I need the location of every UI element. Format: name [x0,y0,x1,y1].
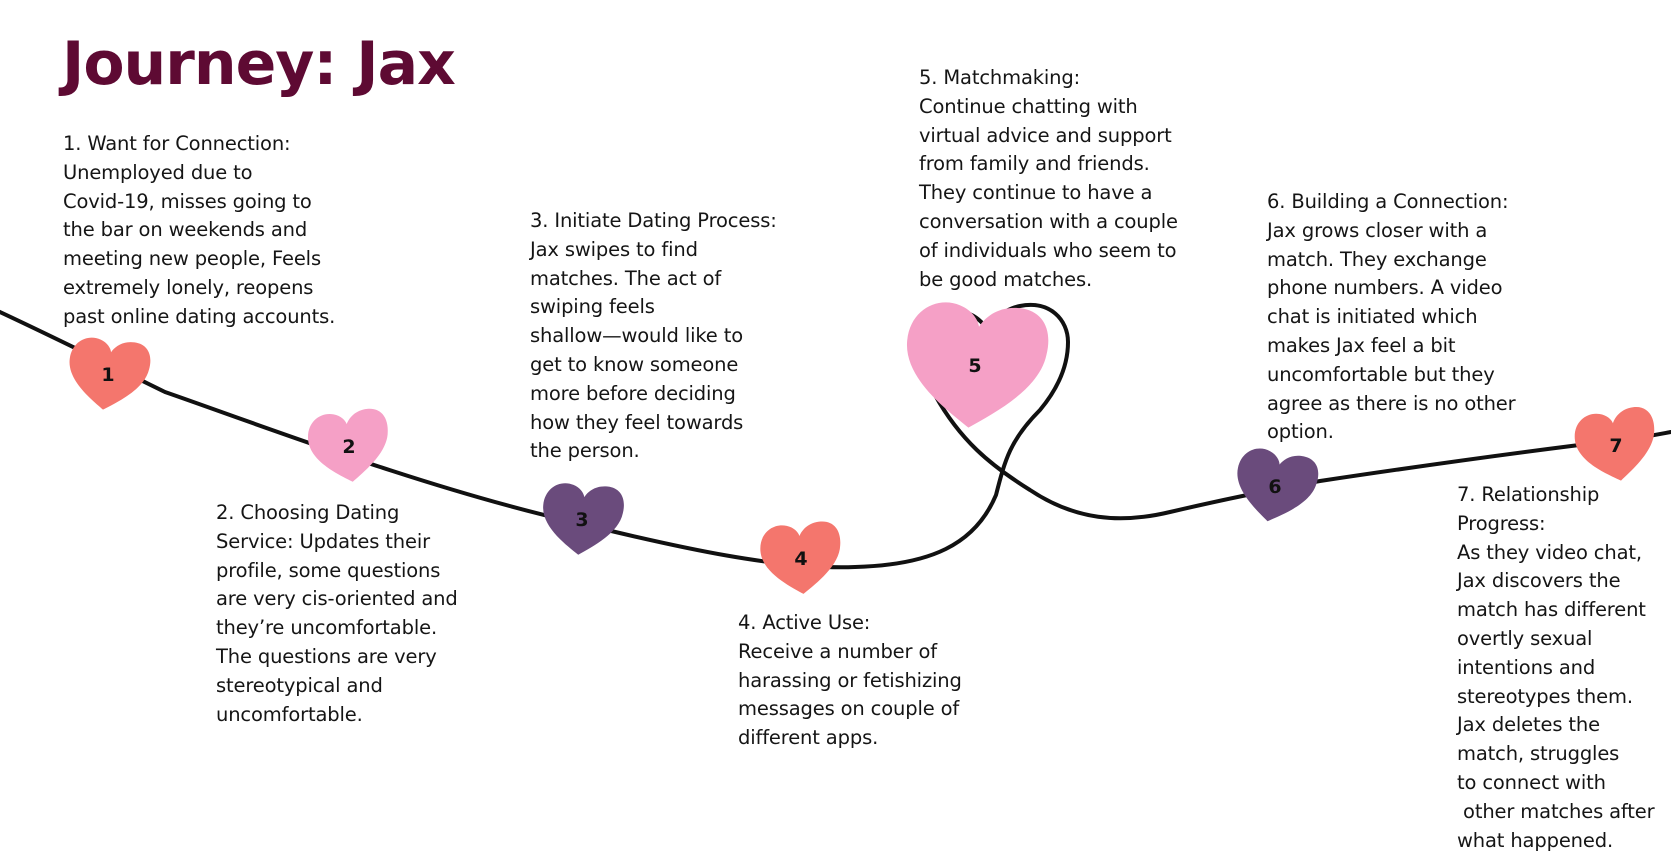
step-text-line: uncomfortable. [216,702,363,726]
step-text-line: how they feel towards [530,410,744,434]
step-6-description: 6. Building a Connection: Jax grows close… [1267,188,1516,447]
step-3-description: 3. Initiate Dating Process: Jax swipes to… [530,207,777,466]
step-text-line: 7. Relationship [1457,483,1600,506]
step-text-line: Continue chatting with [919,94,1138,118]
step-text-line: 1. Want for Connection: [63,132,291,155]
step-text-line: option. [1267,420,1334,444]
page-title: Journey: Jax [62,29,456,99]
step-text-line: makes Jax feel a bit [1267,333,1456,357]
step-text-line: of individuals who seem to [919,238,1177,262]
step-text-line: Service: Updates their [216,529,430,553]
step-text-line: intentions and [1457,655,1596,679]
step-text-line: stereotypical and [216,673,383,697]
step-text-line: phone numbers. A video [1267,276,1503,300]
step-text-line: profile, some questions [216,558,441,582]
step-text-line: 3. Initiate Dating Process: [530,209,777,232]
step-text-line: different apps. [738,726,879,750]
step-4-description: 4. Active Use: Receive a number of harassi… [738,609,962,753]
heart-number-4: 4 [794,548,807,570]
step-text-line: match. They exchange [1267,247,1487,271]
step-text-line: harassing or fetishizing [738,668,962,692]
heart-number-7: 7 [1609,435,1622,457]
step-text-line: to connect with [1457,770,1606,794]
step-text-line: 4. Active Use: [738,611,871,634]
step-text-line: They continue to have a [919,181,1153,205]
step-text-line: virtual advice and support [919,123,1172,147]
step-text-line: past online dating accounts. [63,304,336,328]
step-text-line: messages on couple of [738,697,960,721]
step-text-line: meeting new people, Feels [63,247,321,271]
step-text-line: get to know someone [530,352,739,376]
step-text-line: 6. Building a Connection: [1267,190,1509,213]
step-text-line: overtly sexual [1457,626,1593,650]
step-text-line: Jax swipes to find [530,237,698,261]
step-text-line: uncomfortable but they [1267,362,1495,386]
step-text-line: Jax discovers the [1457,569,1621,593]
step-text-line: As they video chat, [1457,540,1642,564]
step-text-line: Jax deletes the [1457,713,1600,737]
step-text-line: the person. [530,439,640,463]
step-text-line: Unemployed due to [63,160,253,184]
step-text-line: Progress: [1457,511,1546,535]
step-text-line: what happened. [1457,828,1613,852]
step-text-line: The questions are very [216,644,437,668]
step-text-line: match has different [1457,598,1646,622]
heart-number-2: 2 [342,436,355,458]
step-text-line: be good matches. [919,267,1093,291]
step-text-line: swiping feels [530,295,655,319]
step-text-line: more before deciding [530,381,736,405]
step-text-line: match, struggles [1457,742,1620,766]
step-text-line: matches. The act of [530,266,722,290]
step-text-line: Jax grows closer with a [1267,218,1488,242]
heart-number-6: 6 [1268,476,1281,498]
step-text-line: Receive a number of [738,639,937,663]
step-text-line: from family and friends. [919,152,1150,176]
step-text-line: conversation with a couple [919,209,1178,233]
step-1-description: 1. Want for Connection: Unemployed due to… [63,130,335,332]
heart-number-5: 5 [968,355,981,377]
heart-number-1: 1 [101,364,114,386]
step-text-line: extremely lonely, reopens [63,275,314,299]
step-text-line: they’re uncomfortable. [216,616,437,640]
step-text-line: are very cis-oriented and [216,587,458,611]
step-text-line: chat is initiated which [1267,305,1478,329]
step-text-line: agree as there is no other [1267,391,1516,415]
step-text-line: other matches after [1457,799,1655,823]
step-text-line: shallow—would like to [530,324,743,348]
step-text-line: 2. Choosing Dating [216,501,400,524]
heart-number-3: 3 [575,509,588,531]
step-5-description: 5. Matchmaking: Continue chatting with vir… [919,64,1178,294]
step-text-line: 5. Matchmaking: [919,66,1081,89]
step-text-line: the bar on weekends and [63,218,308,242]
step-text-line: Covid-19, misses going to [63,189,312,213]
step-text-line: stereotypes them. [1457,684,1633,708]
